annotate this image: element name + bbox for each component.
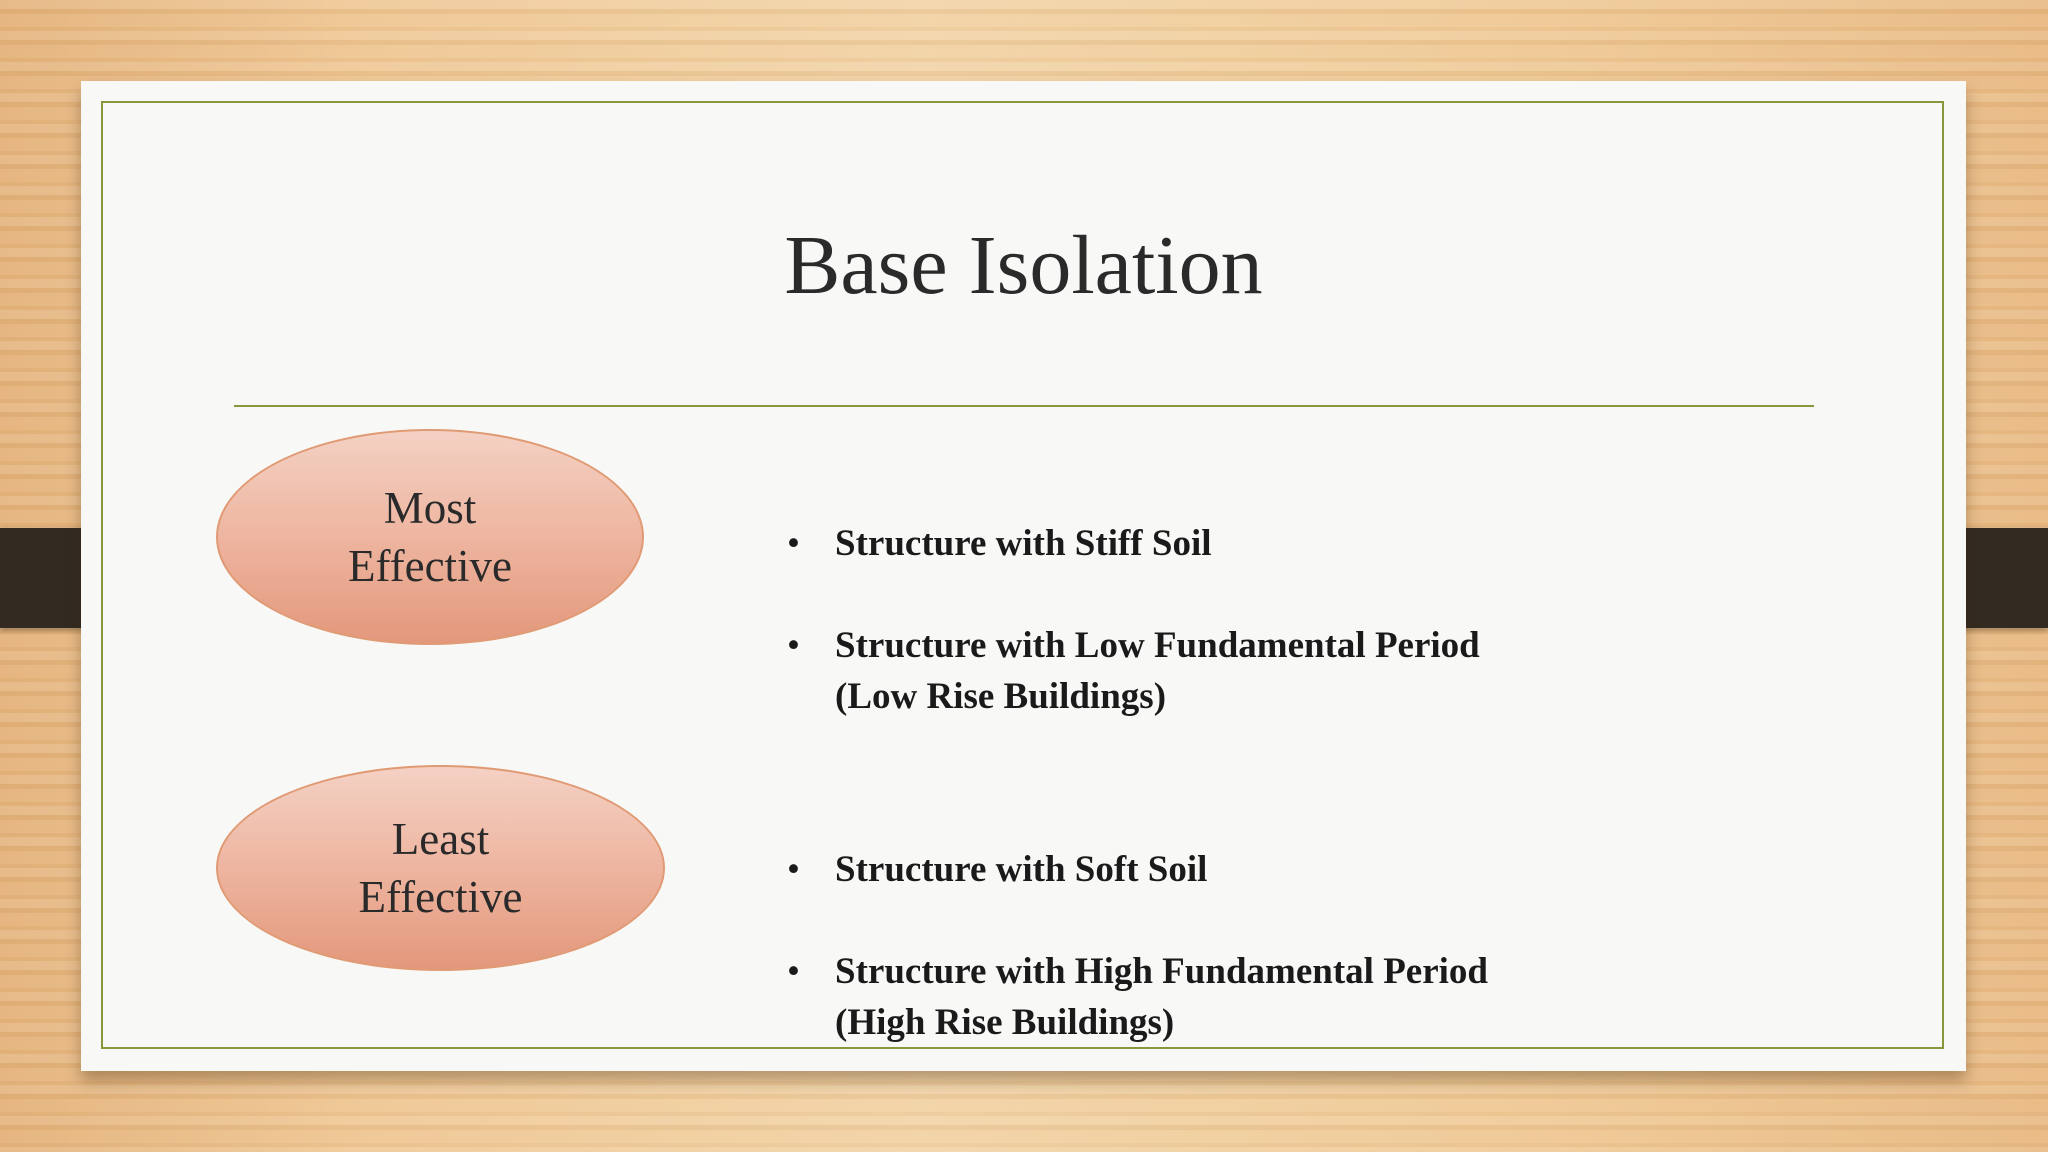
most-effective-bullet-list: • Structure with Stiff Soil • Structure … [787,518,1480,722]
list-item: • Structure with Low Fundamental Period … [787,620,1480,722]
least-effective-ellipse: Least Effective [216,765,665,971]
most-effective-ellipse: Most Effective [216,429,644,645]
most-effective-label: Most Effective [347,482,513,592]
slide-paper: Base Isolation Most Effective Least Effe… [81,81,1966,1071]
bullet-icon: • [787,523,800,564]
bullet-text: Structure with Soft Soil [835,849,1208,890]
bullet-icon: • [787,951,800,992]
list-item: • Structure with Stiff Soil [787,518,1480,569]
least-effective-label: Least Effective [358,813,523,923]
bullet-icon: • [787,625,800,666]
title-divider [234,405,1814,407]
bullet-text: Structure with Low Fundamental Period (L… [835,625,1480,717]
bullet-text: Structure with Stiff Soil [835,523,1212,564]
bullet-icon: • [787,849,800,890]
slide-border-frame [101,101,1944,1049]
bullet-text: Structure with High Fundamental Period (… [835,951,1488,1043]
list-item: • Structure with High Fundamental Period… [787,946,1488,1048]
list-item: • Structure with Soft Soil [787,844,1488,895]
least-effective-bullet-list: • Structure with Soft Soil • Structure w… [787,844,1488,1048]
slide-title: Base Isolation [784,219,1263,312]
